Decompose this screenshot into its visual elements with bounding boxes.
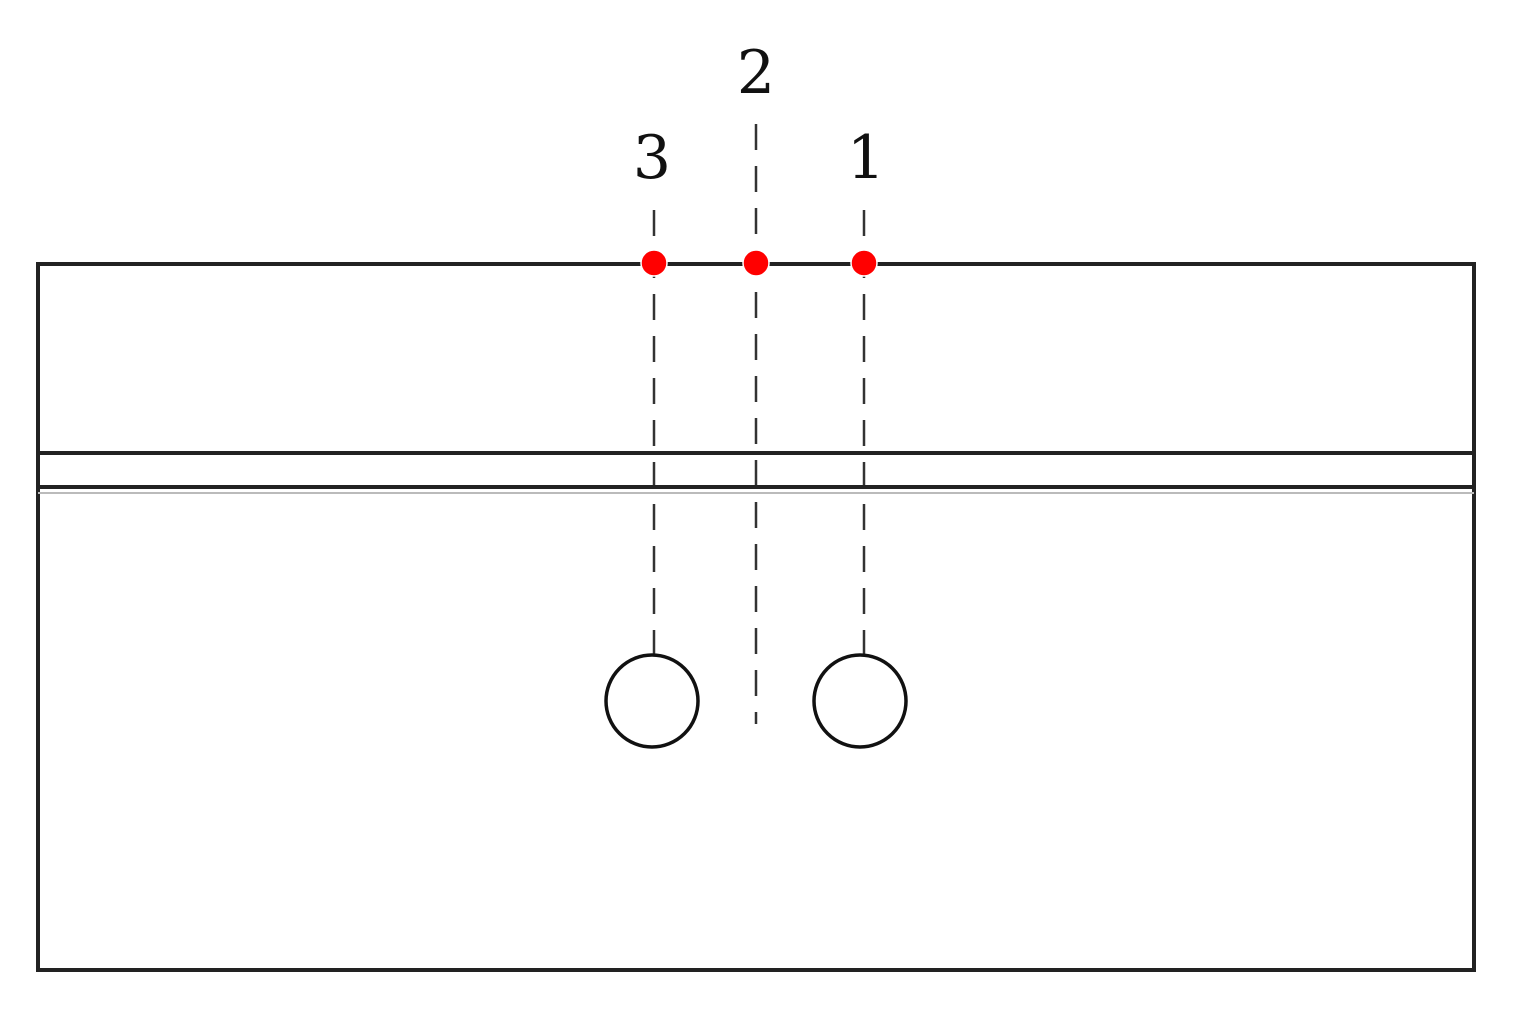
- section-label-3: 3: [633, 123, 671, 193]
- measurement-point-1: [850, 249, 878, 277]
- tunnel-hole-right: [812, 653, 908, 749]
- section-label-2: 2: [737, 38, 775, 108]
- section-label-1: 1: [847, 123, 885, 193]
- tunnel-hole-left: [604, 653, 700, 749]
- measurement-point-3: [640, 249, 668, 277]
- measurement-point-2: [742, 249, 770, 277]
- ground-outline: [36, 262, 1476, 972]
